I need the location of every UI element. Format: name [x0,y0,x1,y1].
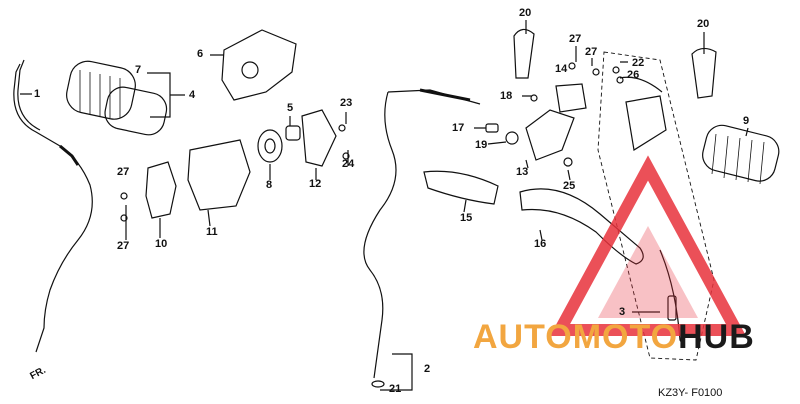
part-label: 18 [500,90,513,102]
part-label: 1 [34,88,41,100]
bolt [120,192,128,200]
throttle-cable [13,63,93,353]
lever-bracket [525,109,575,161]
lever-holder [187,139,251,211]
part-label: 27 [117,240,130,252]
part-label: 9 [743,115,750,127]
part-label: 12 [309,178,322,190]
clutch-grip [702,124,780,182]
part-label: 27 [585,46,598,58]
cover-plate [301,109,337,167]
bolt [530,94,538,102]
watermark-text: AUTOMOTOHUB [473,318,755,356]
part-label: 27 [117,166,130,178]
throttle-grip [66,60,136,120]
part-label: 2 [424,363,431,375]
part-label: 24 [342,158,355,170]
part-label: 7 [135,64,142,76]
bolt [592,68,600,76]
part-label: 17 [452,122,465,134]
bolt [568,62,576,70]
part-label: 20 [519,7,532,19]
part-label: 21 [389,383,402,395]
part-label: 8 [266,179,273,191]
bolt [120,214,128,222]
bolt [338,124,346,132]
hot-start-lever [423,170,499,205]
part-label: 10 [155,238,168,250]
part-label: 11 [206,226,218,238]
part-label: 27 [569,33,582,45]
lever-guard [691,47,717,99]
nut [612,66,620,74]
part-label: 19 [475,139,488,151]
part-label: 13 [516,166,529,178]
watermark-logo [549,155,747,336]
lever-guard [513,28,535,79]
nut [616,76,624,84]
pulley [257,129,283,163]
part-label: 26 [627,69,640,81]
collar [285,125,301,141]
drawing-code: KZ3Y- F0100 [658,387,723,399]
nut [563,157,573,167]
part-label: 5 [287,102,294,114]
adjuster [485,123,499,133]
clutch-cable [363,91,397,379]
part-label: 14 [555,63,568,75]
part-label: 25 [563,180,576,192]
nut [505,131,519,145]
part-label: 22 [632,57,645,69]
throttle-housing [221,29,297,101]
part-label: 15 [460,212,473,224]
bolt [342,152,350,160]
part-label: 23 [340,97,353,109]
part-label: 6 [197,48,204,60]
part-label: 3 [619,306,626,318]
clutch-lever [519,188,644,265]
part-label: 4 [189,89,196,101]
clamp-bracket [145,161,177,219]
part-label: 16 [534,238,547,250]
part-label: 20 [697,18,710,30]
